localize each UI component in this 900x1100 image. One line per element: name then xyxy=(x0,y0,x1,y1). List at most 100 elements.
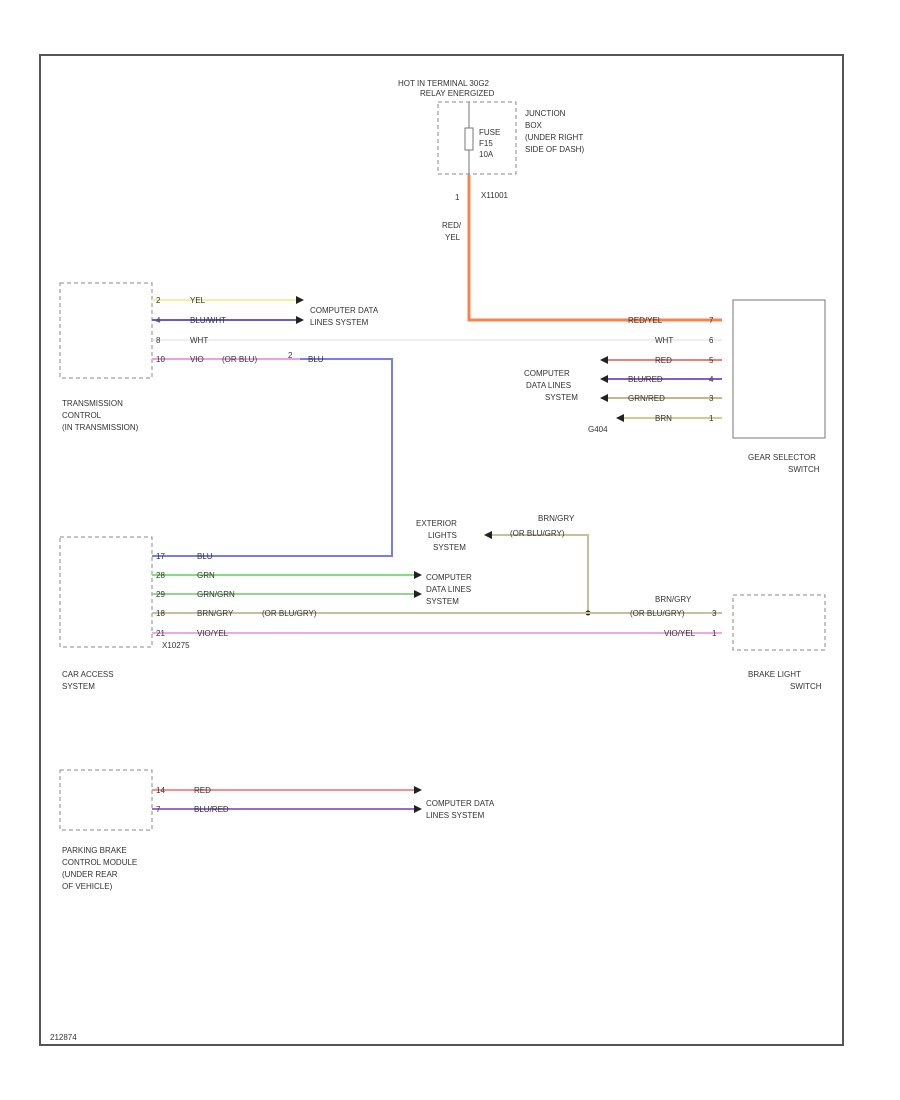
gs-pin-3: 5 xyxy=(709,356,714,365)
arrow-gs-grn-red xyxy=(600,394,608,402)
arrow-cas-grn-grn xyxy=(414,590,422,598)
gs-pin-6: 1 xyxy=(709,414,714,423)
cas-pin-1: 17 xyxy=(156,552,165,561)
tc-wire-pin-right: 2 xyxy=(288,351,293,360)
fuse-pin: 1 xyxy=(455,193,460,202)
car-access-system-box xyxy=(59,536,153,648)
brake-light-label-1: BRAKE LIGHT xyxy=(748,670,801,679)
junction-box xyxy=(437,101,517,175)
fuse-label-2: F15 xyxy=(479,139,493,148)
parking-brake-label-3: (UNDER REAR xyxy=(62,870,118,879)
footer-code: 212874 xyxy=(50,1033,77,1042)
gs-wire-label-6: BRN xyxy=(655,414,672,423)
gs-pin-5: 3 xyxy=(709,394,714,403)
car-access-label-1: CAR ACCESS xyxy=(62,670,114,679)
cas-pin-2: 28 xyxy=(156,571,165,580)
junction-box-label-2: BOX xyxy=(525,121,543,130)
arrow-cas-grn xyxy=(414,571,422,579)
tc-wire-label-3: WHT xyxy=(190,336,208,345)
hot-label-line2: RELAY ENERGIZED xyxy=(420,89,495,98)
fuse-wire-label-2: YEL xyxy=(445,233,461,242)
tc-pin-2: 4 xyxy=(156,316,161,325)
gear-selector-label-1: GEAR SELECTOR xyxy=(748,453,816,462)
computer-data-top-2: LINES SYSTEM xyxy=(310,318,369,327)
cas-wire-label-2: GRN xyxy=(197,571,215,580)
wire-red-yel-feed xyxy=(467,175,722,322)
cas-wire-label-4-alt: (OR BLU/GRY) xyxy=(262,609,317,618)
transmission-control-box xyxy=(59,282,153,379)
transmission-label-1: TRANSMISSION xyxy=(62,399,123,408)
computer-data-bottom-1: COMPUTER DATA xyxy=(426,799,495,808)
gs-pin-1: 7 xyxy=(709,316,714,325)
arrow-pb-red xyxy=(414,786,422,794)
tc-pin-1: 2 xyxy=(156,296,161,305)
arrow-gs-red xyxy=(600,356,608,364)
gs-pin-4: 4 xyxy=(709,375,714,384)
diagram-frame xyxy=(39,54,844,1046)
gear-selector-switch-box xyxy=(732,299,826,439)
arrow-exterior-lights xyxy=(484,531,492,539)
brake-wire-top-2: (OR BLU/GRY) xyxy=(630,609,685,618)
parking-brake-label-2: CONTROL MODULE xyxy=(62,858,137,867)
cas-pin-4: 18 xyxy=(156,609,165,618)
pb-wire-label-2: BLU/RED xyxy=(194,805,229,814)
hot-label-line1: HOT IN TERMINAL 30G2 xyxy=(398,79,490,88)
computer-data-car-2: DATA LINES xyxy=(426,585,471,594)
gs-wire-label-5: GRN/RED xyxy=(628,394,665,403)
wire-tc-blu-down xyxy=(152,358,393,557)
tc-wire-label-4-right: BLU xyxy=(308,355,324,364)
arrow-gs-blu-red xyxy=(600,375,608,383)
cas-wire-label-1: BLU xyxy=(197,552,213,561)
cas-wire-label-4: BRN/GRY xyxy=(197,609,234,618)
exterior-lights-1: EXTERIOR xyxy=(416,519,457,528)
fuse-wire-label-1: RED/ xyxy=(442,221,462,230)
junction-box-label-3: (UNDER RIGHT xyxy=(525,133,583,142)
tc-wire-label-1: YEL xyxy=(190,296,206,305)
arrow-gs-brn xyxy=(616,414,624,422)
exterior-lights-3: SYSTEM xyxy=(433,543,466,552)
arrow-tc-yel xyxy=(296,296,304,304)
tc-wire-label-4-alt: (OR BLU) xyxy=(222,355,257,364)
computer-data-top-1: COMPUTER DATA xyxy=(310,306,379,315)
transmission-label-2: CONTROL xyxy=(62,411,102,420)
fuse-icon xyxy=(464,127,474,151)
gs-wire-label-3: RED xyxy=(655,356,672,365)
tc-wire-label-4: VIO xyxy=(190,355,204,364)
computer-data-mid-2: DATA LINES xyxy=(526,381,571,390)
cas-pin-5: 21 xyxy=(156,629,165,638)
fuse-label-1: FUSE xyxy=(479,128,500,137)
gs-wire-label-4: BLU/RED xyxy=(628,375,663,384)
brn-gry-top-2: (OR BLU/GRY) xyxy=(510,529,565,538)
pb-pin-1: 14 xyxy=(156,786,165,795)
parking-brake-label-1: PARKING BRAKE xyxy=(62,846,127,855)
tc-pin-4: 10 xyxy=(156,355,165,364)
cas-wire-label-3: GRN/GRN xyxy=(197,590,235,599)
tc-pin-3: 8 xyxy=(156,336,161,345)
fuse-label-3: 10A xyxy=(479,150,494,159)
pb-pin-2: 7 xyxy=(156,805,161,814)
arrow-tc-blu-wht xyxy=(296,316,304,324)
brake-pin-1: 3 xyxy=(712,609,717,618)
junction-box-label-4: SIDE OF DASH) xyxy=(525,145,584,154)
computer-data-bottom-2: LINES SYSTEM xyxy=(426,811,485,820)
gs-pin-2: 6 xyxy=(709,336,714,345)
brn-gry-top-1: BRN/GRY xyxy=(538,514,575,523)
brake-pin-2: 1 xyxy=(712,629,717,638)
gs-wire-label-1: RED/YEL xyxy=(628,316,663,325)
car-access-connector: X10275 xyxy=(162,641,190,650)
computer-data-mid-3: SYSTEM xyxy=(545,393,578,402)
gear-selector-label-2: SWITCH xyxy=(788,465,820,474)
arrow-pb-blu-red xyxy=(414,805,422,813)
computer-data-car-3: SYSTEM xyxy=(426,597,459,606)
ground-label: G404 xyxy=(588,425,608,434)
parking-brake-module-box xyxy=(59,769,153,831)
cas-pin-3: 29 xyxy=(156,590,165,599)
exterior-lights-2: LIGHTS xyxy=(428,531,457,540)
car-access-label-2: SYSTEM xyxy=(62,682,95,691)
brake-wire-top-1: BRN/GRY xyxy=(655,595,692,604)
junction-box-label-1: JUNCTION xyxy=(525,109,566,118)
computer-data-car-1: COMPUTER xyxy=(426,573,472,582)
wire-exterior-lights-brn-gry xyxy=(490,534,589,613)
brake-light-label-2: SWITCH xyxy=(790,682,822,691)
